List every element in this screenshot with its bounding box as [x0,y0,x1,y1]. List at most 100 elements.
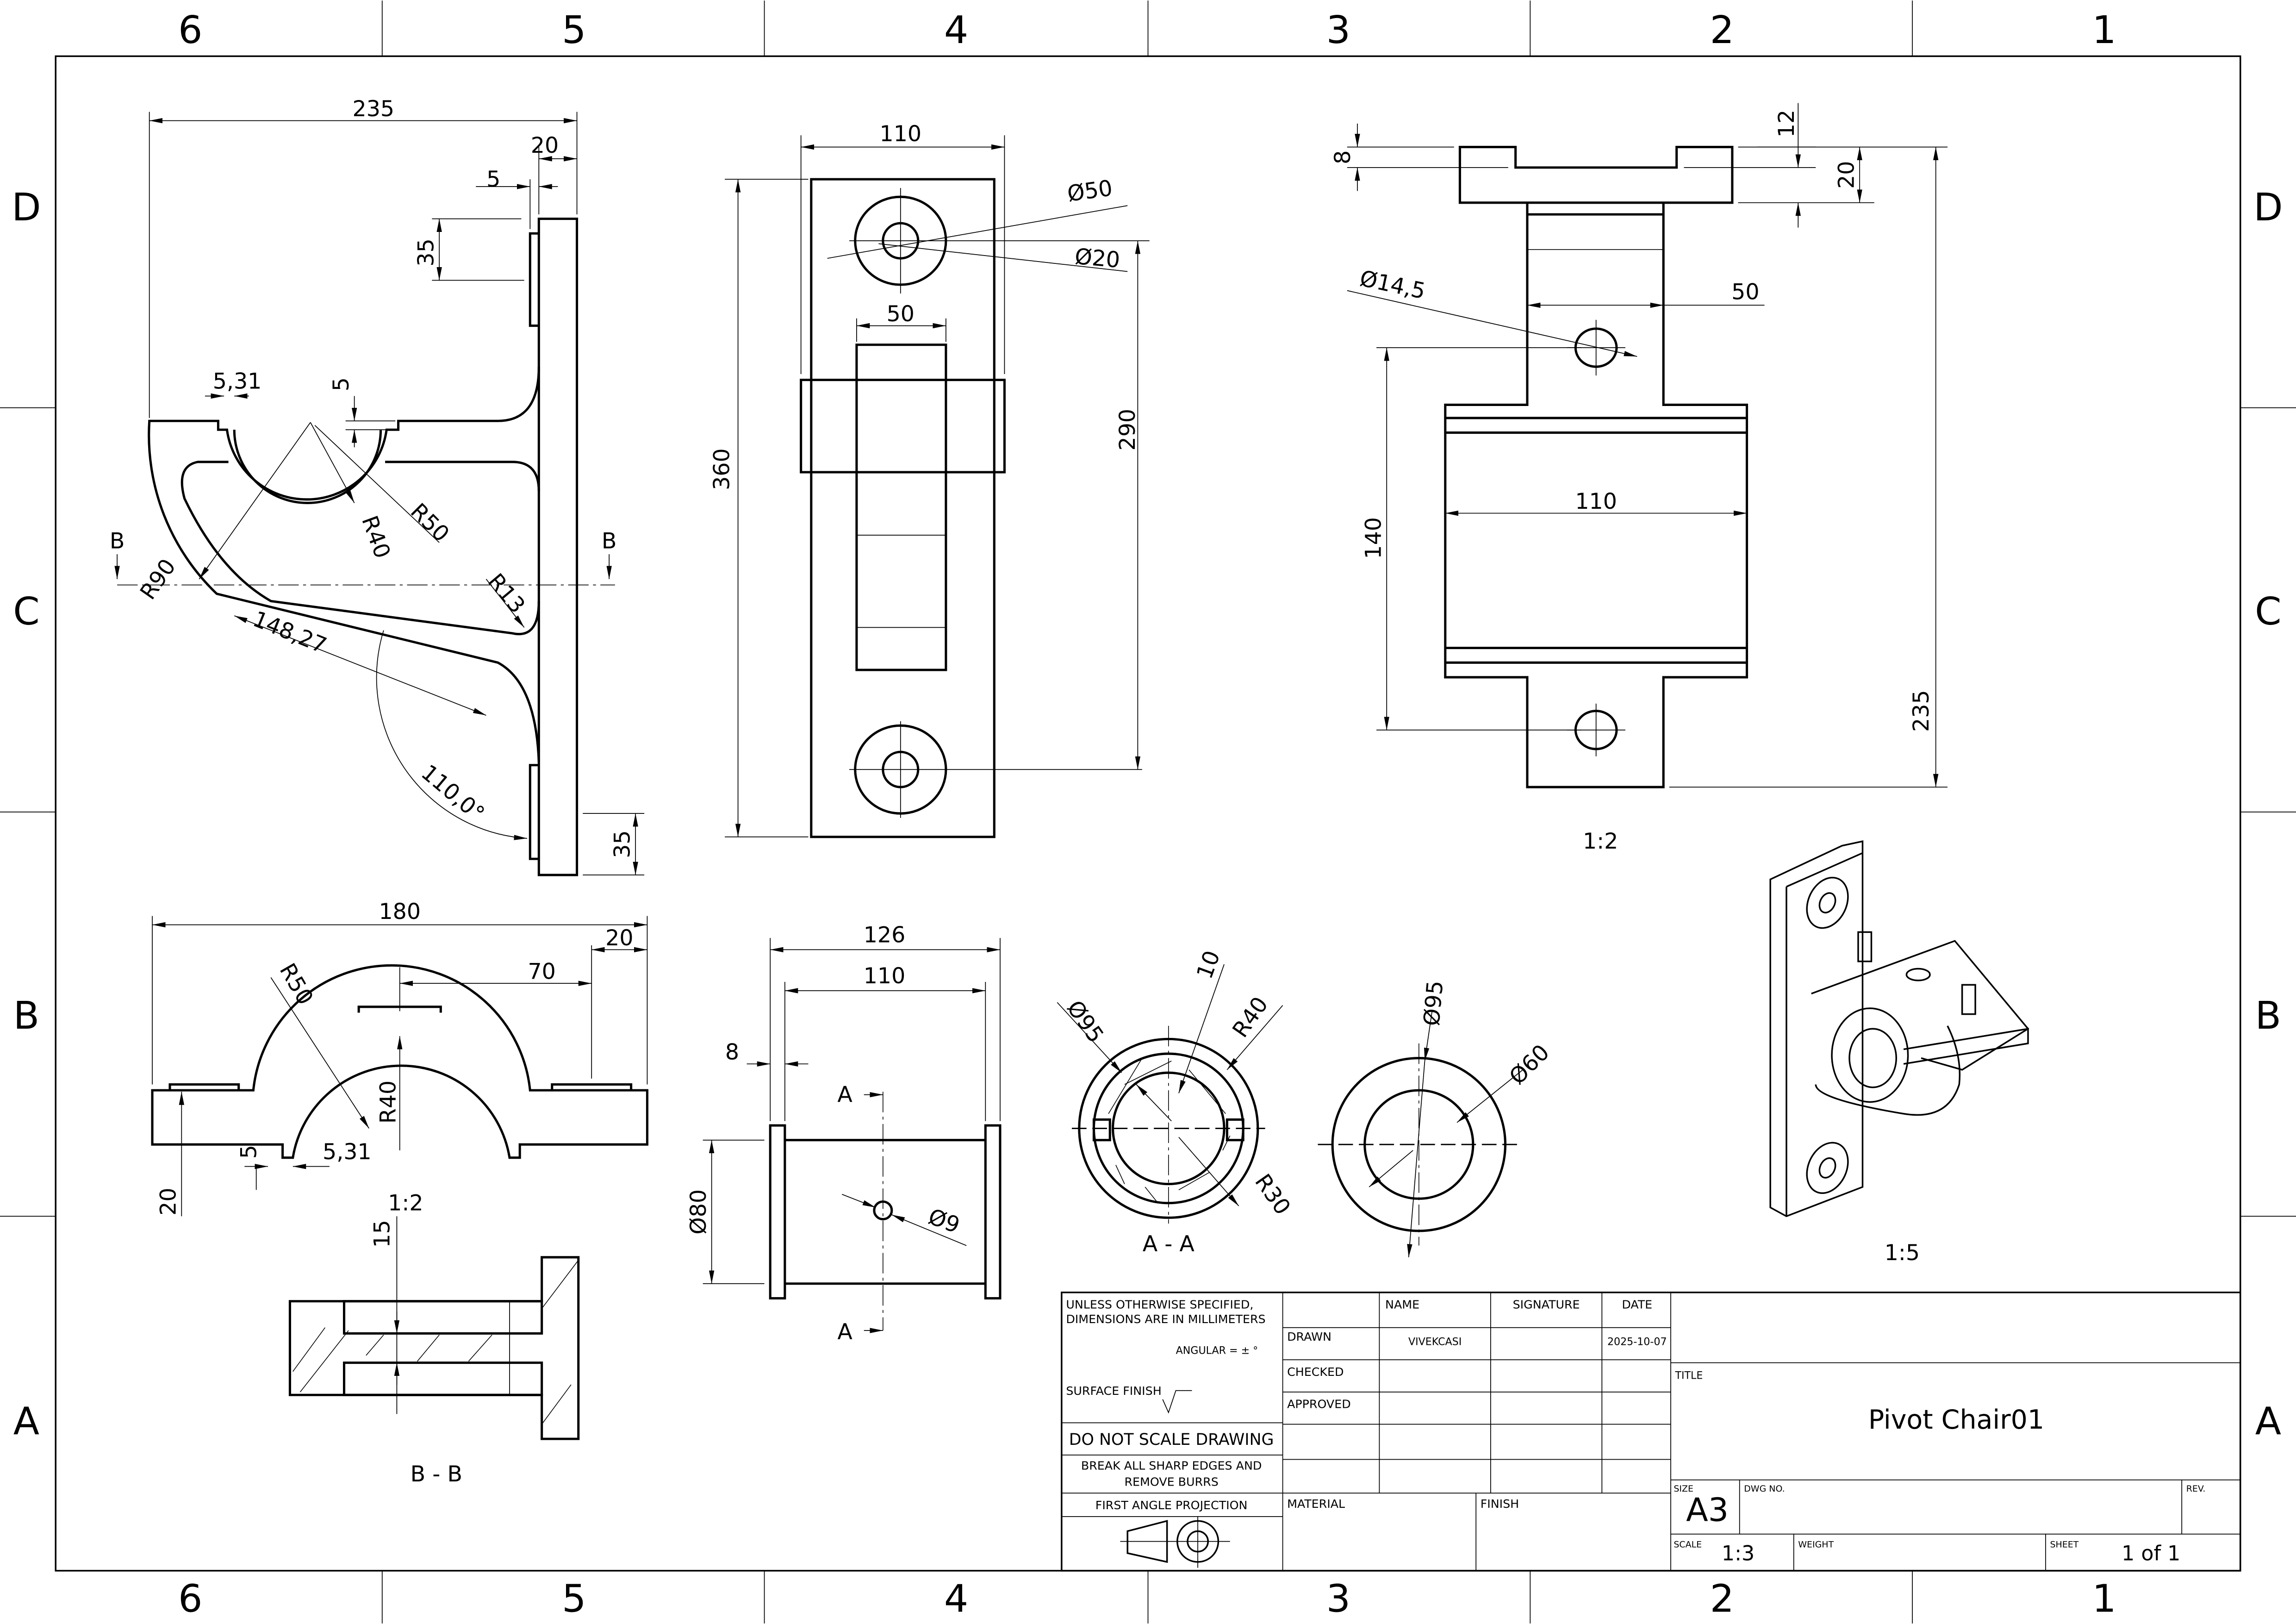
section-mark-b-left: B [110,528,125,554]
dim-12: 12 [1774,110,1799,137]
zone-row-D-right: D [2253,186,2283,230]
pin-view-flange-left [769,1124,786,1299]
weight-label: WEIGHT [1798,1539,1834,1549]
section-aa-dim-lines [1057,964,1283,1206]
dim-50-top: 50 [1731,280,1759,305]
dim-35-bottom: 35 [610,830,635,858]
break-edges-2: REMOVE BURRS [1124,1475,1218,1488]
drawn-name: VIVEKCASI [1408,1336,1462,1348]
zone-row-B-right: B [2255,994,2281,1038]
side-view-dim-lines [114,112,645,875]
side-view-slot-outline [180,461,540,636]
dim-8-top: 8 [1330,150,1356,164]
dim-5: 5 [486,167,500,192]
do-not-scale: DO NOT SCALE DRAWING [1069,1430,1274,1449]
title-block: UNLESS OTHERWISE SPECIFIED, DIMENSIONS A… [1061,1292,2241,1572]
section-aa-label: A - A [1143,1231,1195,1257]
top-view-dim-lines [1347,103,1948,788]
surface-finish-label: SURFACE FINISH [1066,1384,1161,1398]
iso-clamp [1811,940,2029,1071]
finish-label: FINISH [1481,1497,1519,1511]
dim-R40-aa: R40 [1228,993,1274,1043]
top-view: 8 12 20 50 Ø14,5 110 140 235 1:2 [1330,103,1948,854]
header-date: DATE [1622,1298,1652,1312]
zone-row-D-left: D [12,186,41,230]
saddle-view-dim-labels: 180 20 70 R50 R40 5,31 5 20 1:2 [156,899,634,1216]
dim-110-top: 110 [1575,489,1617,514]
role-approved: APPROVED [1287,1398,1351,1411]
general-note-1: UNLESS OTHERWISE SPECIFIED, [1066,1298,1253,1312]
front-view-clamp [800,379,1006,474]
dim-10: 10 [1192,947,1225,982]
saddle-view-scale: 1:2 [388,1191,423,1216]
dim-180: 180 [379,899,421,924]
surface-finish-icon [1162,1390,1192,1414]
dim-5-saddle: 5 [236,1145,262,1159]
role-checked: CHECKED [1287,1365,1344,1379]
dim-R90: R90 [135,555,181,605]
drawn-date: 2025-10-07 [1607,1336,1667,1348]
drawing-title: Pivot Chair01 [1868,1405,2044,1435]
dim-5-31: 5,31 [213,369,262,394]
section-bb-hatch [292,1260,579,1424]
dim-R40-saddle: R40 [375,1081,401,1124]
front-view: 110 50 360 290 Ø50 Ø20 [709,121,1150,838]
section-aa-dim-labels: Ø95 10 R40 R30 A - A [1062,947,1295,1257]
zone-col-3-bottom: 3 [1326,1577,1350,1621]
side-view: 235 20 5 35 5,31 5 R90 R40 R50 R13 148,2… [110,96,645,876]
dim-20-top: 20 [1834,161,1860,189]
side-view-bracket [148,367,540,762]
first-angle-projection-icon [1120,1516,1230,1568]
iso-plate [1769,840,1864,1218]
side-view-pad-bottom [529,764,539,860]
dim-dia-20: Ø20 [1074,244,1121,273]
dim-20-saddle: 20 [605,925,633,951]
side-view-dim-labels: 235 20 5 35 5,31 5 R90 R40 R50 R13 148,2… [110,96,635,858]
dim-dia-80: Ø80 [686,1189,711,1235]
dim-50-front: 50 [887,301,915,327]
section-aa-view: Ø95 10 R40 R30 A - A [1057,947,1295,1257]
pin-view-dim-lines [703,938,1001,1333]
top-view-dim-labels: 8 12 20 50 Ø14,5 110 140 235 1:2 [1330,110,1934,854]
dim-slot-5: 5 [329,377,354,391]
drawing-border [55,55,2241,1572]
dim-dia-95-aa: Ø95 [1062,996,1108,1048]
dim-R50: R50 [405,499,454,547]
sheet-number: 1 of 1 [2122,1542,2180,1566]
dim-35-top: 35 [414,238,439,266]
rev-label: REV. [2186,1484,2206,1494]
section-aa-hatch [1108,1058,1231,1202]
dim-148-27: 148,27 [249,606,330,659]
role-drawn: DRAWN [1287,1330,1332,1343]
section-mark-b-right: B [602,528,617,554]
side-view-pad-top [529,232,539,327]
ring-view-dim-lines [1369,1011,1524,1257]
zone-row-C-right: C [2255,590,2281,634]
side-view-plate [537,218,579,876]
dim-70: 70 [528,959,555,985]
sheet-label: SHEET [2050,1539,2078,1549]
zone-col-1-top: 1 [2092,8,2116,52]
dim-110-pin: 110 [864,963,906,989]
section-bb-view: 15 B - B [288,1216,580,1487]
saddle-view-dim-lines [152,916,648,1217]
iso-bolt-2 [1961,984,1976,1015]
pin-view-flange-right [984,1124,1002,1299]
dim-110-angle: 110,0° [416,760,489,827]
iso-view-scale: 1:5 [1885,1240,1920,1266]
top-view-flange [1458,146,1734,204]
material-label: MATERIAL [1287,1497,1345,1511]
zone-col-2-top: 2 [1710,8,1734,52]
section-mark-a-bottom: A [837,1319,852,1345]
zone-col-2-bottom: 2 [1710,1577,1734,1621]
header-name: NAME [1385,1298,1419,1312]
dim-5-31-saddle: 5,31 [323,1139,372,1165]
iso-bore [1831,1007,1909,1103]
dim-15: 15 [370,1220,395,1248]
zone-row-C-left: C [13,590,39,634]
scale-label: SCALE [1674,1539,1702,1549]
dim-dia-50: Ø50 [1066,175,1114,207]
header-signature: SIGNATURE [1513,1298,1580,1312]
saddle-view: 180 20 70 R50 R40 5,31 5 20 1:2 [151,899,648,1217]
